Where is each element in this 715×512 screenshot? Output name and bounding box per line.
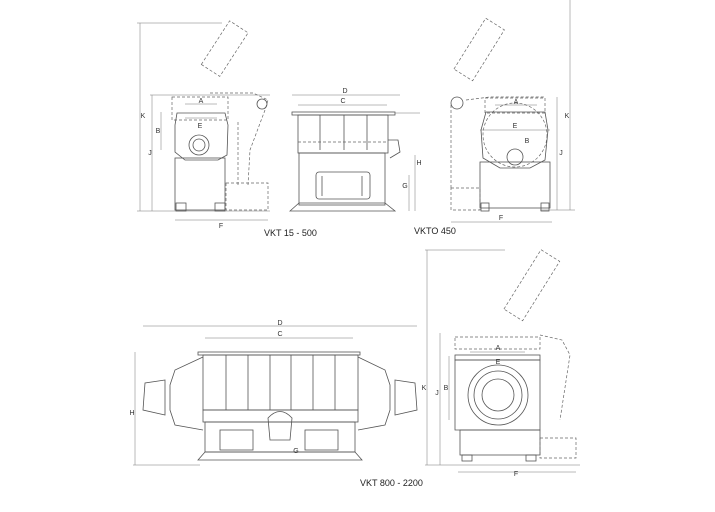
dim-label-k: K (565, 113, 570, 120)
dim-label-f: F (219, 223, 223, 230)
dim-label-k: K (422, 385, 427, 392)
dim-label-h: H (416, 160, 421, 167)
dim-label-b: B (444, 385, 449, 392)
dim-label-g: G (402, 183, 407, 190)
dim-label-b: B (525, 138, 530, 145)
dim-label-d: D (342, 88, 347, 95)
dim-label-c: C (340, 98, 345, 105)
caption-vkt-15-500: VKT 15 - 500 (264, 228, 317, 238)
caption-vkto-450: VKTO 450 (414, 226, 456, 236)
dim-label-e: E (198, 123, 203, 130)
dim-label-j: J (435, 390, 439, 397)
vkt-small-front-view: D C H G (288, 88, 422, 212)
dim-label-b: B (156, 128, 161, 135)
dim-label-j: J (148, 150, 152, 157)
dim-label-k: K (141, 113, 146, 120)
vkt-large-front-view: D C H G (129, 320, 418, 466)
dim-label-c: C (277, 331, 282, 338)
dim-label-h: H (129, 410, 134, 417)
dim-label-a: A (514, 99, 519, 106)
dim-label-d: D (277, 320, 282, 327)
dim-label-g: G (293, 448, 298, 455)
dim-label-f: F (514, 471, 518, 478)
dim-label-e: E (513, 123, 518, 130)
caption-vkt-800-2200: VKT 800 - 2200 (360, 478, 423, 488)
dim-label-e: E (496, 359, 501, 366)
vkt-small-side-view: K J B A E F VKT 15 - 500 (137, 20, 317, 238)
dim-label-f: F (499, 215, 503, 222)
dim-label-j: J (559, 150, 563, 157)
vkt-large-side-view: K J B A E F VKT 800 - 2200 (360, 249, 580, 488)
vkto-450-view: A E B J K F VKTO 450 (414, 0, 575, 236)
dim-label-a: A (496, 345, 501, 352)
dim-label-a: A (199, 98, 204, 105)
